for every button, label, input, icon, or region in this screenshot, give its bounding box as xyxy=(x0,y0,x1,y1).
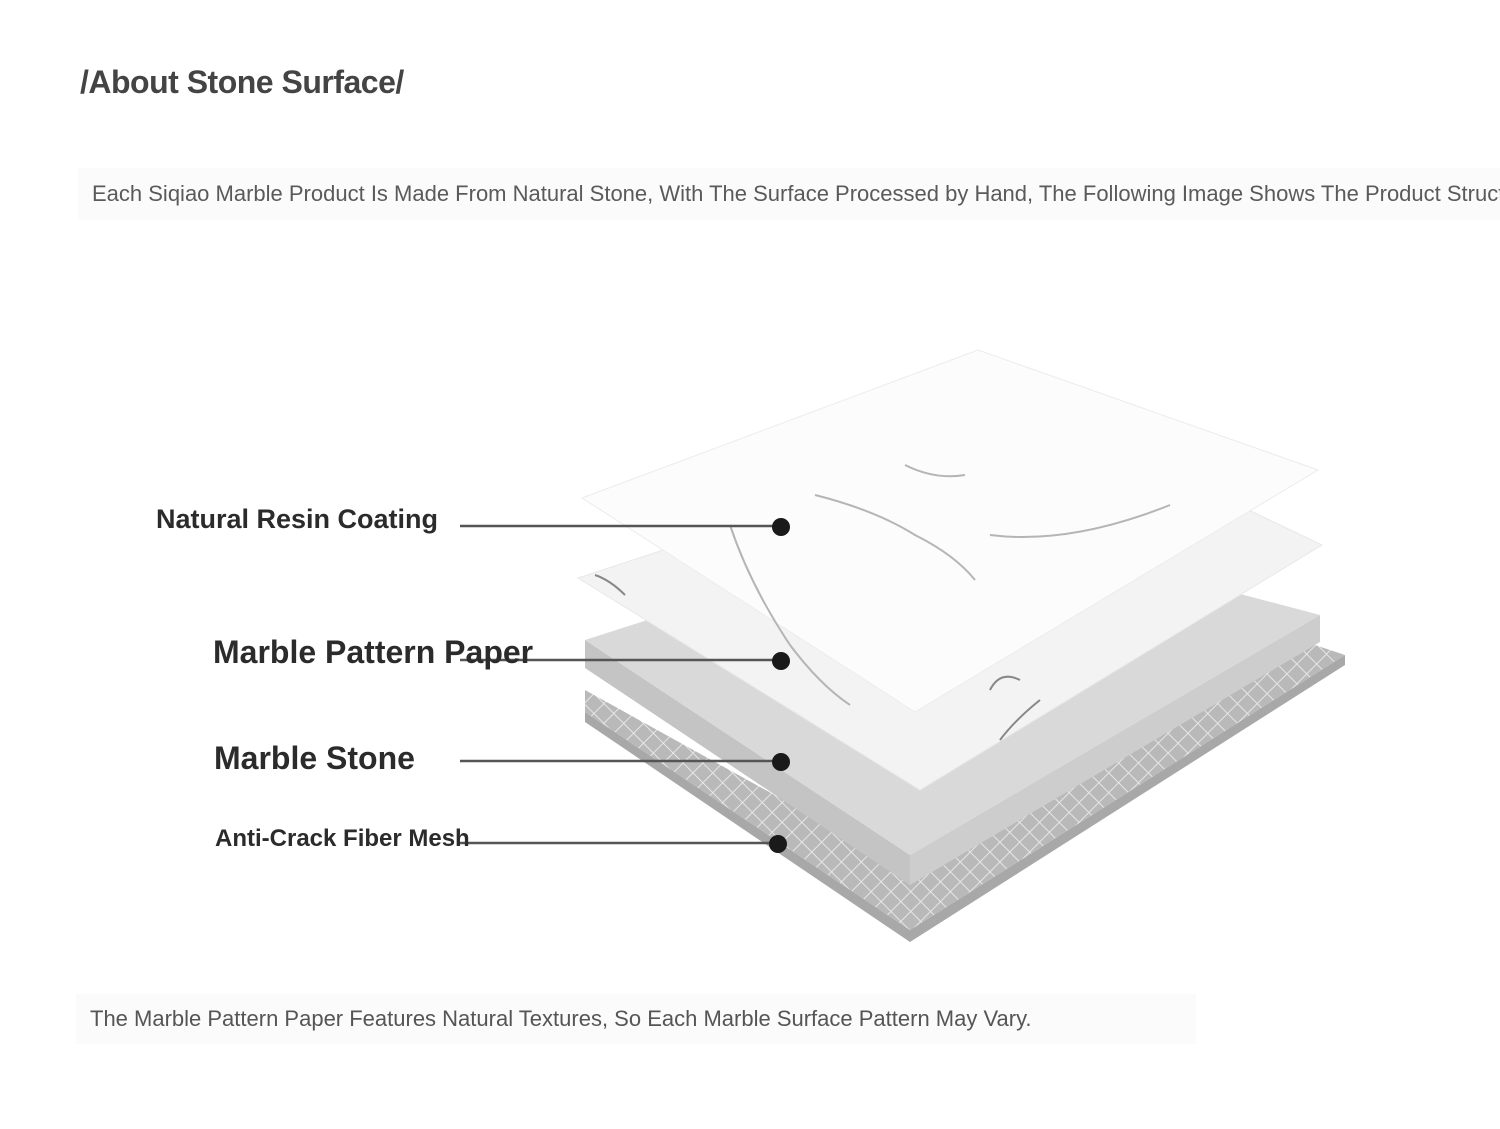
leader-dot xyxy=(772,652,790,670)
label-marble-stone: Marble Stone xyxy=(214,740,415,776)
label-resin-coating: Natural Resin Coating xyxy=(156,504,439,534)
resin-coating-layer xyxy=(580,349,1320,713)
footnote-text: The Marble Pattern Paper Features Natura… xyxy=(76,994,1196,1044)
leader-dot xyxy=(772,753,790,771)
leader-lines xyxy=(460,524,780,845)
leader-dot xyxy=(772,518,790,536)
intro-text: Each Siqiao Marble Product Is Made From … xyxy=(78,168,1500,220)
label-pattern-paper: Marble Pattern Paper xyxy=(213,634,534,670)
page-title: /About Stone Surface/ xyxy=(80,64,404,100)
label-fiber-mesh: Anti-Crack Fiber Mesh xyxy=(215,825,470,852)
leader-dot xyxy=(769,835,787,853)
